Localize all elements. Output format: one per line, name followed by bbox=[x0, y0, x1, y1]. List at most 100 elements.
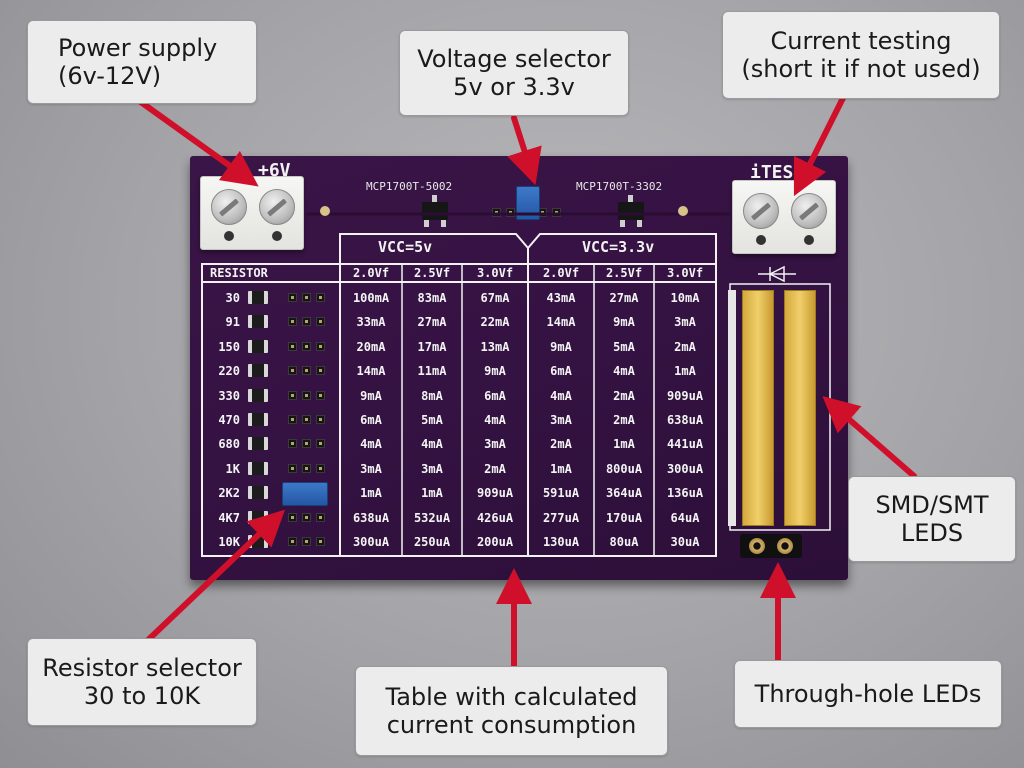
resistor-column-header: RESISTOR bbox=[210, 266, 268, 280]
table-cell: 4mA bbox=[613, 364, 635, 379]
table-cell: 64uA bbox=[670, 510, 700, 525]
table-cell: 1mA bbox=[674, 364, 696, 379]
table-cell: 9mA bbox=[550, 339, 572, 354]
screw-icon bbox=[259, 189, 295, 225]
table-cell: 170uA bbox=[605, 510, 643, 525]
table-cell: 43mA bbox=[546, 291, 576, 305]
header-pin bbox=[302, 390, 311, 400]
screw-icon bbox=[743, 193, 779, 229]
callout-line: Voltage selector bbox=[417, 45, 611, 73]
screw-icon bbox=[211, 189, 247, 225]
table-cell: 1mA bbox=[421, 486, 443, 501]
callout-voltage-selector: Voltage selector 5v or 3.3v bbox=[399, 30, 629, 116]
header-pin bbox=[288, 293, 297, 302]
regulator-5v-label: MCP1700T-5002 bbox=[366, 180, 453, 193]
resistor-selector-jumper[interactable] bbox=[282, 482, 328, 506]
callout-through-hole-leds: Through-hole LEDs bbox=[734, 660, 1002, 728]
table-cell: 277uA bbox=[542, 510, 580, 525]
table-cell: 30uA bbox=[670, 535, 700, 549]
header-pin bbox=[288, 341, 297, 351]
smd-resistor bbox=[248, 461, 268, 475]
table-cell: 9mA bbox=[484, 364, 506, 379]
table-cell: 5mA bbox=[613, 339, 635, 354]
table-cell: 2mA bbox=[674, 339, 696, 354]
table-cell: 250uA bbox=[413, 535, 451, 549]
table-cell: 4mA bbox=[421, 437, 443, 452]
header-pin bbox=[302, 293, 311, 302]
table-cell: 6mA bbox=[550, 364, 572, 379]
header-pin bbox=[302, 512, 311, 522]
table-cell: 4mA bbox=[550, 388, 572, 403]
table-cell: 14mA bbox=[546, 315, 576, 330]
led-side-stripe bbox=[728, 290, 736, 526]
header-pin bbox=[316, 537, 325, 546]
table-cell: 426uA bbox=[476, 510, 514, 525]
resistor-value-label: 1K bbox=[225, 461, 240, 476]
callout-line: Through-hole LEDs bbox=[754, 680, 982, 708]
header-pin bbox=[288, 439, 297, 449]
smd-resistor bbox=[248, 291, 268, 304]
table-cell: 2mA bbox=[484, 461, 506, 476]
current-test-terminal-label: iTEST bbox=[750, 162, 805, 183]
table-cell: 4mA bbox=[484, 413, 506, 427]
callout-line: Table with calculated bbox=[385, 683, 638, 711]
table-cell: 3mA bbox=[550, 413, 572, 427]
callout-current-testing: Current testing (short it if not used) bbox=[722, 11, 1000, 99]
resistor-value-label: 4K7 bbox=[218, 510, 240, 525]
table-cell: 22mA bbox=[480, 315, 510, 330]
table-cell: 300uA bbox=[666, 461, 704, 476]
table-cell: 100mA bbox=[352, 291, 390, 305]
table-cell: 83mA bbox=[417, 291, 447, 305]
header-pin bbox=[288, 537, 297, 546]
callout-smd-leds: SMD/SMT LEDS bbox=[848, 476, 1016, 562]
callout-line: 30 to 10K bbox=[83, 682, 201, 710]
callout-line: LEDS bbox=[900, 519, 964, 547]
table-cell: 532uA bbox=[413, 510, 451, 525]
smd-resistor bbox=[248, 339, 268, 353]
callout-resistor-selector: Resistor selector 30 to 10K bbox=[27, 638, 257, 726]
table-cell: 591uA bbox=[542, 486, 580, 501]
header-pin bbox=[316, 390, 325, 400]
header-pin bbox=[316, 415, 325, 424]
callout-line: Power supply bbox=[58, 34, 218, 62]
resistor-value-label: 150 bbox=[218, 339, 240, 354]
vcc-5v-header: VCC=5v bbox=[378, 238, 433, 256]
column-header: 2.5Vf bbox=[605, 266, 643, 280]
table-cell: 9mA bbox=[360, 388, 382, 403]
table-cell: 800uA bbox=[605, 461, 643, 476]
header-pin bbox=[316, 366, 325, 376]
table-cell: 364uA bbox=[605, 486, 643, 501]
table-cell: 2mA bbox=[550, 437, 572, 452]
resistor-value-label: 220 bbox=[218, 364, 240, 379]
table-cell: 20mA bbox=[356, 339, 386, 354]
header-pin bbox=[288, 317, 297, 327]
table-cell: 80uA bbox=[609, 535, 639, 549]
resistor-value-label: 680 bbox=[218, 437, 240, 452]
table-cell: 17mA bbox=[417, 339, 447, 354]
table-cell: 67mA bbox=[480, 291, 510, 305]
resistor-value-label: 91 bbox=[225, 315, 240, 330]
callout-line: SMD/SMT bbox=[875, 491, 989, 519]
column-header: 2.0Vf bbox=[352, 266, 390, 280]
callout-line: Current testing bbox=[770, 27, 952, 55]
header-pin bbox=[302, 439, 311, 449]
smd-resistor bbox=[248, 388, 268, 402]
table-cell: 4mA bbox=[360, 437, 382, 452]
table-cell: 136uA bbox=[666, 486, 704, 501]
table-cell: 1mA bbox=[550, 461, 572, 476]
resistor-value-label: 2K2 bbox=[218, 486, 240, 501]
table-cell: 11mA bbox=[417, 364, 447, 379]
table-cell: 638uA bbox=[352, 510, 390, 525]
header-pin bbox=[288, 463, 297, 473]
table-cell: 14mA bbox=[356, 364, 386, 379]
table-cell: 5mA bbox=[421, 413, 443, 427]
table-cell: 10mA bbox=[670, 291, 700, 305]
table-cell: 909uA bbox=[666, 388, 704, 403]
header-pin bbox=[302, 317, 311, 327]
callout-power-supply: Power supply (6v-12V) bbox=[27, 20, 257, 104]
through-hole-led-socket[interactable] bbox=[740, 534, 802, 558]
callout-table: Table with calculated current consumptio… bbox=[355, 666, 668, 756]
column-header: 3.0Vf bbox=[476, 266, 514, 280]
pcb-board: +6V iTEST MCP1700T-5002 MCP1700T-3302 bbox=[190, 156, 848, 580]
